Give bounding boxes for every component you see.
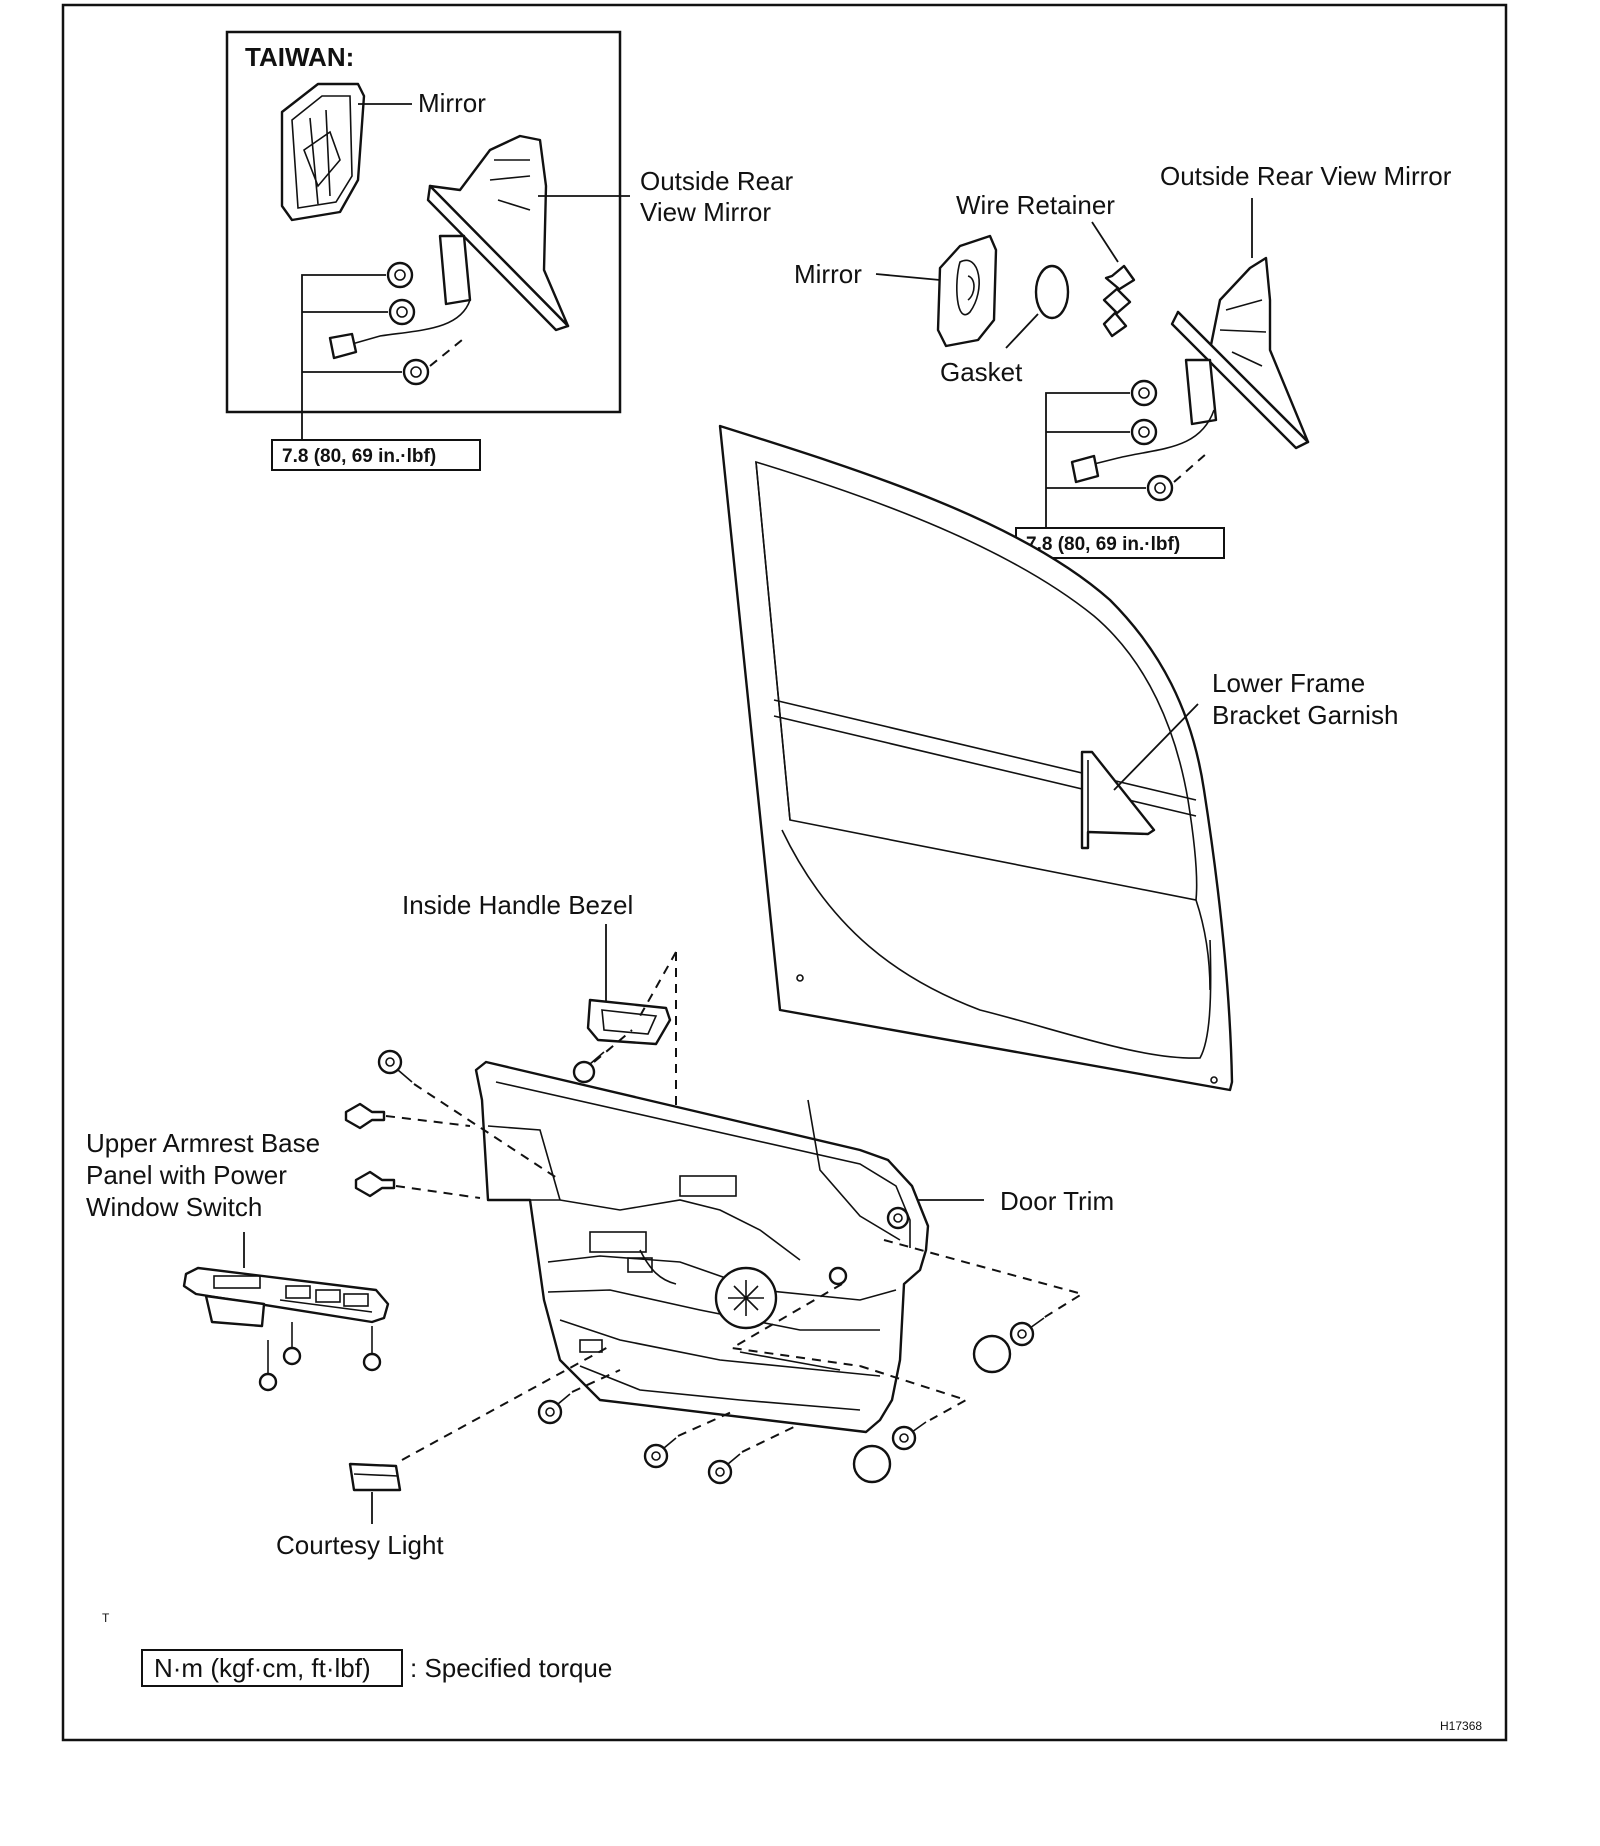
taiwan-connector-icon (328, 332, 358, 360)
bezel-dashes (593, 1029, 633, 1063)
main-torque-bracket (1045, 392, 1130, 528)
taiwan-mirror-glass (280, 82, 366, 222)
courtesy-light-label: Courtesy Light (276, 1530, 444, 1560)
note-t: T (102, 1611, 110, 1625)
wire-retainer-clip (1102, 264, 1136, 338)
trim-bolt-dashes (571, 1369, 621, 1393)
outside-mirror-nut-dashes (1173, 453, 1207, 483)
gasket-ring (1034, 264, 1070, 320)
courtesy-light (348, 1462, 402, 1492)
taiwan-inset: TAIWAN: Mirror (225, 30, 794, 440)
courtesy-light-dashes (401, 1345, 611, 1461)
upper-armrest-label: Upper Armrest Base (86, 1128, 320, 1158)
trim-clip-icon (344, 1102, 386, 1130)
lower-frame-bracket-garnish (1080, 750, 1156, 850)
taiwan-nut-icon (388, 298, 416, 326)
trim-bolt-icon (1009, 1317, 1045, 1347)
inside-handle-bezel (586, 998, 672, 1046)
taiwan-nut-icon (402, 358, 430, 386)
taiwan-torque-bracket (301, 274, 386, 440)
taiwan-outside-mirror-label: Outside Rear (640, 166, 794, 196)
outside-mirror-wire-harness (1093, 409, 1215, 465)
legend-specified-torque: : Specified torque (410, 1653, 612, 1683)
taiwan-torque-value: 7.8 (80, 69 in.·lbf) (282, 446, 436, 467)
trim-clip-icon (354, 1170, 396, 1198)
taiwan-outside-mirror-label: View Mirror (640, 197, 771, 227)
trim-bolt-dashes (741, 1423, 801, 1453)
trim-bolt-icon (537, 1393, 571, 1425)
taiwan-outside-mirror-body (426, 134, 570, 332)
main-torque-value: 7.8 (80, 69 in.·lbf) (1026, 534, 1180, 555)
legend-torque-box (141, 1649, 403, 1687)
diagram-frame (61, 3, 1508, 1742)
trim-bolt-dashes (677, 1409, 737, 1437)
bezel-screw-bolt-icon (572, 1051, 605, 1084)
wire-retainer-leader (1091, 221, 1119, 263)
taiwan-nut-icon (386, 261, 414, 289)
upper-armrest-label: Window Switch (86, 1192, 262, 1222)
lower-frame-label: Bracket Garnish (1212, 700, 1398, 730)
trim-bolt-dashes (413, 1083, 561, 1181)
inside-handle-bezel-label: Inside Handle Bezel (402, 890, 633, 920)
trim-bolt-icon (377, 1049, 413, 1083)
door-frame-panel (718, 424, 1234, 1092)
wire-retainer-label: Wire Retainer (956, 190, 1115, 220)
taiwan-mirror-label: Mirror (418, 88, 486, 118)
trim-clip-dashes (395, 1185, 481, 1199)
mirror-label: Mirror (794, 259, 862, 289)
trim-dashes-right (859, 1365, 969, 1421)
mirror-leader (875, 273, 941, 281)
outside-mirror-body (1170, 256, 1310, 450)
trim-dashes-right (883, 1239, 1085, 1321)
upper-armrest-label: Panel with Power (86, 1160, 287, 1190)
trim-cap-icon (972, 1334, 1012, 1374)
trim-bolt-icon (643, 1437, 677, 1469)
armrest-screw-bolt-icon (362, 1326, 382, 1372)
trim-cap-icon (852, 1444, 892, 1484)
outside-mirror-nut-icon (1130, 379, 1158, 407)
door-trim-label: Door Trim (1000, 1186, 1114, 1216)
trim-dashes-right (729, 1283, 861, 1367)
lower-frame-label: Lower Frame (1212, 668, 1365, 698)
upper-armrest-base-panel (182, 1266, 390, 1328)
taiwan-inset-box (225, 30, 622, 414)
figure-id: H17368 (1440, 1719, 1482, 1733)
taiwan-heading: TAIWAN: (245, 42, 354, 72)
trim-clip-dashes (385, 1115, 471, 1127)
taiwan-wire-harness (351, 299, 471, 345)
door-trim-panel (474, 1060, 930, 1434)
taiwan-nut-dashes (429, 339, 463, 367)
outside-mirror-nut-icon (1130, 418, 1158, 446)
armrest-screw-bolt-icon (258, 1340, 278, 1392)
mirror-glass (936, 234, 998, 348)
trim-bolt-icon (891, 1421, 927, 1451)
armrest-screw-bolt-icon (282, 1322, 302, 1366)
main-torque-box (1015, 527, 1225, 559)
legend-torque-unit: N·m (kgf·cm, ft·lbf) (154, 1653, 371, 1683)
trim-bolt-icon (707, 1453, 741, 1485)
outside-mirror-connector-icon (1070, 454, 1100, 484)
gasket-label: Gasket (940, 357, 1023, 387)
gasket-leader (1005, 313, 1039, 349)
outside-mirror-nut-icon (1146, 474, 1174, 502)
lower-frame-leader (1113, 703, 1199, 791)
taiwan-torque-box (271, 439, 481, 471)
outside-mirror-label: Outside Rear View Mirror (1160, 161, 1452, 191)
